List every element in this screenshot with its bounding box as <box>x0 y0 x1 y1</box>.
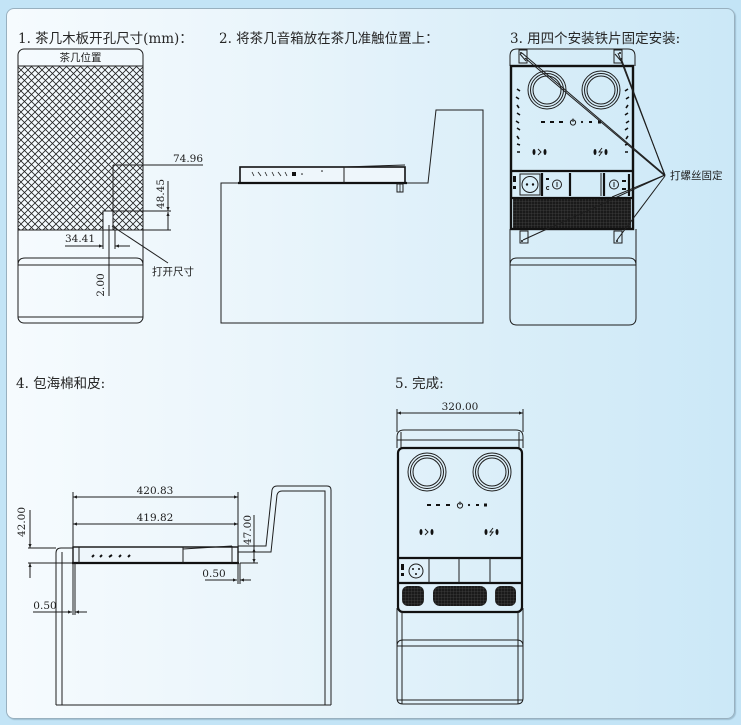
knob-right <box>472 452 512 492</box>
step4-wrap-drawing: 420.83 419.82 42.00 47.00 0.50 0.50 <box>16 485 332 706</box>
dim-cutout-width: 74.96 <box>173 153 203 165</box>
xlr-socket <box>401 563 424 579</box>
usb-port-right <box>609 174 631 196</box>
table-left-outer <box>55 547 73 705</box>
step4-title: 4. 包海棉和皮: <box>16 376 105 392</box>
screw-fix-callout: 打螺丝固定 <box>670 169 723 182</box>
mounting-bracket-bottom-right <box>613 230 623 244</box>
screw-callout-leaders <box>521 52 666 241</box>
grille-center <box>433 586 487 606</box>
step1-cutout-drawing: 茶几位置 74.96 48.45 34.41 2.00 打开尺寸 <box>17 48 203 324</box>
grille-right <box>495 586 516 606</box>
power-socket <box>513 173 541 196</box>
lower-panel-top <box>509 257 637 266</box>
wireless-charge-icon-left <box>532 148 547 156</box>
control-buttons-row <box>541 118 601 126</box>
open-size-callout: 打开尺寸 <box>152 265 194 278</box>
dim-right-gap: 0.50 <box>202 568 225 580</box>
table-right-outer <box>238 485 332 705</box>
step1-title: 1. 茶几木板开孔尺寸(mm)： <box>18 31 193 47</box>
control-buttons-row <box>427 501 487 509</box>
table-right-inner <box>238 490 326 705</box>
dim-right-height: 47.00 <box>242 515 254 545</box>
step3-mounting-drawing: 打螺丝固定 <box>509 48 723 326</box>
knob-right <box>581 70 621 110</box>
dim-offset-vertical: 2.00 <box>95 273 107 296</box>
speaker-body <box>239 166 406 184</box>
power-icon <box>569 118 577 126</box>
step2-placement-drawing <box>220 109 484 324</box>
grille-left <box>402 586 424 606</box>
dim-outer-length: 420.83 <box>137 485 174 497</box>
speaker-wrapped-side-view <box>72 545 239 565</box>
left-indicator-dashes <box>515 88 521 153</box>
speaker-control-marks <box>251 170 323 177</box>
mounting-bracket-top-left <box>518 49 528 64</box>
dim-left-gap: 0.50 <box>33 600 56 612</box>
table-position-label: 茶几位置 <box>60 51 102 64</box>
hatched-table-area <box>17 65 144 231</box>
dim-cutout-height: 48.45 <box>155 179 167 209</box>
front-panel-top-edge <box>17 257 144 266</box>
cutout-opening <box>102 210 114 231</box>
step3-title: 3. 用四个安装铁片固定安装: <box>510 31 680 47</box>
dim-total-width: 320.00 <box>442 401 479 413</box>
top-cap-outline <box>509 48 636 66</box>
power-icon <box>456 501 464 509</box>
lower-panel-top <box>396 639 524 647</box>
usb-port-left <box>545 178 562 190</box>
mounting-bracket-bottom-left <box>519 230 529 244</box>
right-indicator-dashes <box>624 88 630 153</box>
speaker-front-panel <box>396 446 524 614</box>
wireless-charge-icon-left <box>419 528 434 536</box>
dim-inner-length: 419.82 <box>137 512 174 524</box>
dim-offset-horizontal: 34.41 <box>65 233 95 245</box>
step5-title: 5. 完成: <box>395 376 444 392</box>
tea-table-profile <box>220 109 484 324</box>
knob-left <box>407 452 447 492</box>
step5-finished-drawing: 320.00 <box>396 401 524 705</box>
mounting-bracket-top-right <box>613 49 623 64</box>
speaker-grille <box>513 199 631 228</box>
lower-panel-bottom <box>396 697 524 705</box>
wireless-charge-icon-right <box>593 147 608 157</box>
lower-panel-bottom <box>509 317 637 326</box>
top-cap <box>396 429 524 448</box>
speaker-slope-top <box>343 164 406 168</box>
step2-title: 2. 将茶几音箱放在茶几准触位置上： <box>219 30 439 47</box>
dim-left-height: 42.00 <box>16 507 28 537</box>
callout-leader-line <box>111 225 169 264</box>
speaker-side-view <box>238 164 407 193</box>
wireless-charge-icon-right <box>484 527 499 537</box>
